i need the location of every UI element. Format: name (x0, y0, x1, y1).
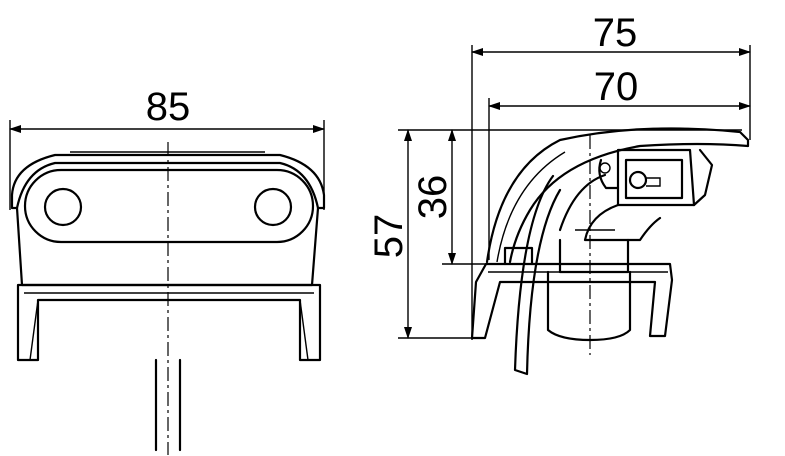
dim-label-57: 57 (367, 214, 411, 259)
screw-hole-left (43, 187, 83, 227)
dim-label-36: 36 (411, 175, 455, 220)
side-base (470, 262, 674, 340)
screw-hole-right (253, 187, 293, 227)
front-cable (154, 358, 182, 452)
dim-label-70: 70 (594, 65, 639, 109)
bulb-icon (628, 170, 648, 190)
side-cable-outer (513, 174, 562, 376)
dim-label-75: 75 (593, 11, 638, 55)
side-socket (583, 203, 662, 242)
front-base (16, 283, 322, 362)
side-hood (485, 127, 750, 264)
dim-label-85: 85 (146, 85, 191, 129)
side-cable-inner (558, 173, 607, 232)
front-lens-plate (23, 168, 315, 244)
front-top-cap (10, 153, 326, 210)
side-view: 75 70 57 36 (367, 11, 751, 376)
front-view: 85 (9, 85, 326, 455)
